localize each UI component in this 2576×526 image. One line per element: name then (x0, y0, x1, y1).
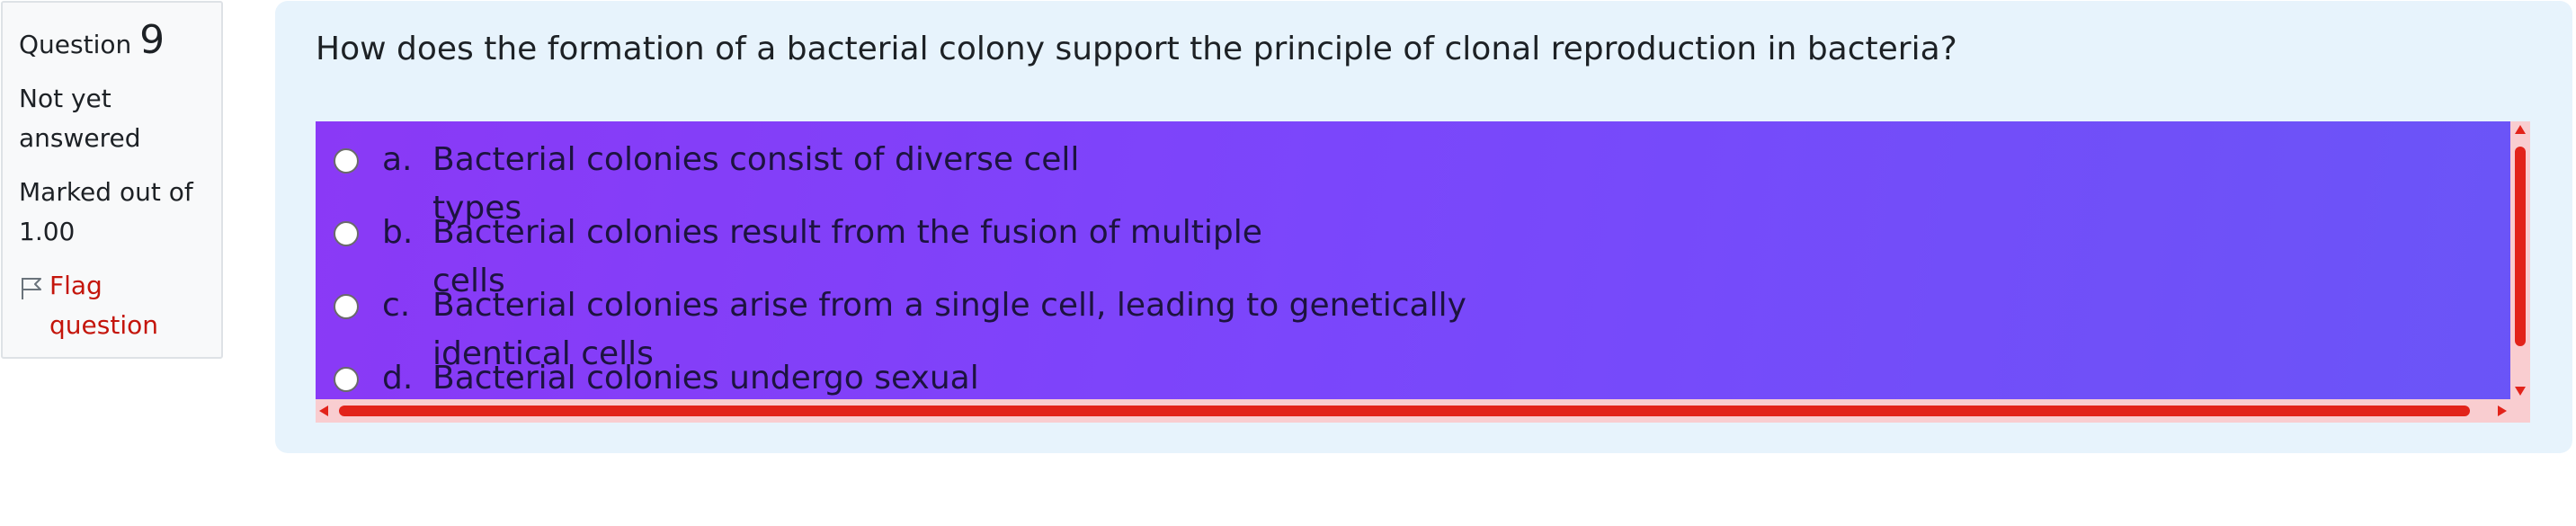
answer-options-box[interactable]: a. Bacterial colonies consist of diverse… (316, 121, 2530, 423)
option-a-text-wrap: types (432, 190, 522, 227)
scroll-down-arrow-icon[interactable] (2515, 387, 2526, 396)
scroll-right-arrow-icon[interactable] (2498, 406, 2507, 416)
option-c-letter: c. (382, 287, 411, 324)
question-number: 9 (139, 17, 165, 63)
vertical-scroll-thumb[interactable] (2515, 147, 2526, 346)
option-a-text: Bacterial colonies consist of diverse ce… (432, 141, 1080, 178)
scroll-up-arrow-icon[interactable] (2515, 125, 2526, 134)
question-label: Question (19, 30, 132, 59)
answer-options-viewport: a. Bacterial colonies consist of diverse… (316, 121, 2482, 399)
option-b-radio[interactable] (334, 221, 359, 246)
option-a[interactable]: a. Bacterial colonies consist of diverse… (316, 130, 2473, 227)
flag-question-label: Flag question (49, 271, 158, 340)
option-a-letter: a. (382, 141, 413, 178)
option-b-text: Bacterial colonies result from the fusio… (432, 214, 1262, 251)
horizontal-scroll-thumb[interactable] (339, 406, 2470, 416)
option-d-letter: d. (382, 360, 414, 397)
question-grade: Marked out of 1.00 (19, 177, 193, 246)
option-d[interactable]: d. Bacterial colonies undergo sexual (316, 349, 2473, 399)
horizontal-scrollbar[interactable] (316, 399, 2530, 423)
question-text: How does the formation of a bacterial co… (316, 31, 1957, 67)
scrollbar-corner (2510, 399, 2530, 423)
question-info-panel: Question 9 Not yet answered Marked out o… (1, 1, 223, 359)
question-formulation: How does the formation of a bacterial co… (275, 1, 2572, 453)
option-c-text: Bacterial colonies arise from a single c… (432, 287, 1466, 324)
option-c-radio[interactable] (334, 294, 359, 319)
flag-icon (19, 273, 44, 299)
flag-question-link[interactable]: Flag question (19, 266, 205, 345)
vertical-scrollbar[interactable] (2510, 121, 2530, 399)
option-b[interactable]: b. Bacterial colonies result from the fu… (316, 203, 2473, 299)
scroll-left-arrow-icon[interactable] (319, 406, 328, 416)
option-b-letter: b. (382, 214, 414, 251)
question-number-line: Question 9 (19, 17, 205, 68)
option-c[interactable]: c. Bacterial colonies arise from a singl… (316, 276, 2473, 372)
option-a-radio[interactable] (334, 148, 359, 174)
question-state: Not yet answered (19, 84, 141, 153)
option-c-text-wrap: identical cells (432, 335, 654, 372)
option-b-text-wrap: cells (432, 263, 505, 299)
option-d-text: Bacterial colonies undergo sexual (432, 360, 979, 397)
option-d-radio[interactable] (334, 367, 359, 392)
